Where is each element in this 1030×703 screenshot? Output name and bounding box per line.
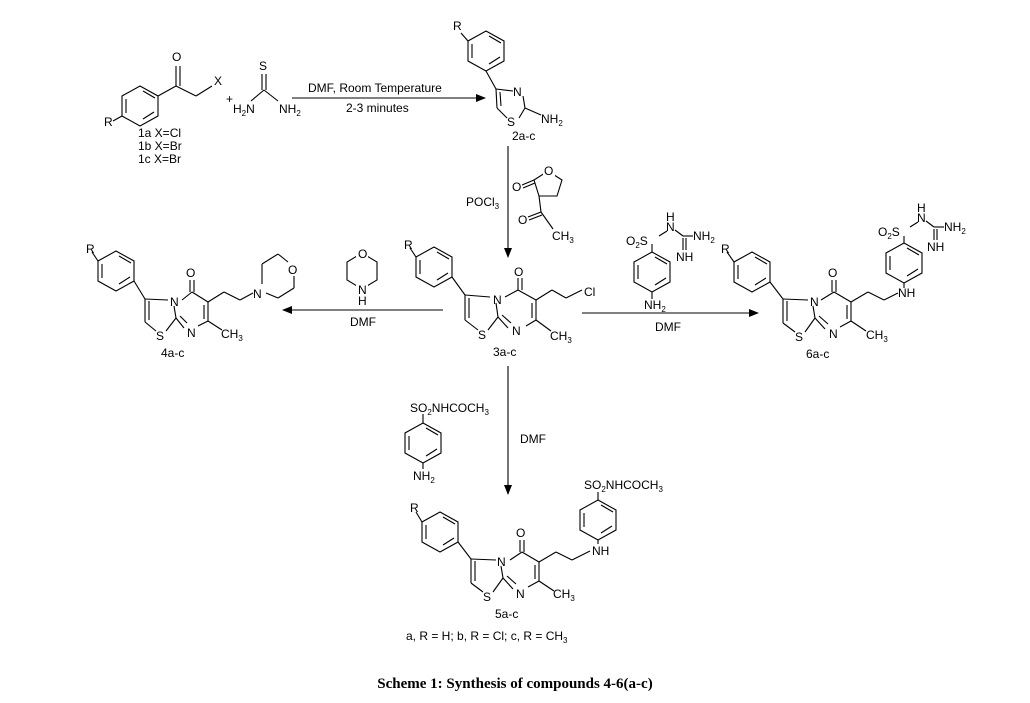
compound-4: R O N S N N O CH3 4a-c (86, 242, 297, 360)
step1-time: 2-3 minutes (346, 101, 409, 115)
c2-label: 2a-c (512, 129, 535, 143)
c3-bridge-nitrogen: N (493, 293, 502, 307)
sa-amine: NH2 (413, 469, 435, 485)
c6-nh2: NH2 (944, 220, 966, 236)
c3-r: R (404, 238, 413, 252)
c6-guanidine-h: H (917, 201, 926, 215)
c5-bridge-nitrogen: N (497, 555, 506, 569)
morpholine-nitrogen: N (358, 283, 367, 297)
c3-oxygen: O (514, 265, 523, 279)
c2-nitrogen: N (513, 85, 522, 99)
compound-1: O X R 1a X=Cl 1b X=Br 1c X=Br (104, 50, 222, 166)
c6-nh: NH (898, 286, 915, 300)
step2-pocl3: POCl3 (466, 195, 500, 211)
c4-label: 4a-c (161, 346, 184, 360)
step1-conditions: DMF, Room Temperature (308, 81, 442, 95)
c1-r: R (104, 115, 113, 129)
c6-oxygen: O (828, 266, 837, 280)
c5-nh: NH (592, 544, 609, 558)
c5-methyl: CH3 (553, 587, 575, 603)
acetylbutyrolactone: O O O CH3 (512, 164, 574, 245)
c1-label-a: 1a X=Cl (138, 126, 181, 140)
c4-sulfur: S (156, 329, 164, 343)
thiourea-sulfur: S (259, 59, 267, 73)
sa-group: SO2NHCOCH3 (410, 401, 489, 417)
c6-label: 6a-c (806, 347, 829, 361)
c5-sulfur: S (483, 590, 491, 604)
sg-nh2: NH2 (693, 229, 715, 245)
c4-bridge-nitrogen: N (170, 295, 179, 309)
scheme-caption: Scheme 1: Synthesis of compounds 4-6(a-c… (377, 676, 653, 692)
c5-ring-nitrogen: N (516, 587, 525, 601)
thiourea: S H2N NH2 (233, 59, 301, 118)
sg-amine: NH2 (644, 298, 666, 314)
lactone-ring-oxygen: O (544, 164, 553, 178)
plus-sign: + (226, 92, 233, 106)
c3-label: 3a-c (493, 345, 516, 359)
c6-sulfur: S (795, 330, 803, 344)
dmf-left: DMF (350, 315, 376, 329)
c6-guanidine-n: N (917, 211, 926, 225)
c6-methyl: CH3 (866, 328, 888, 344)
sulfacetamide: SO2NHCOCH3 NH2 (404, 401, 489, 485)
c4-morpholine-oxygen: O (288, 263, 297, 277)
thiourea-nh2: NH2 (279, 102, 301, 118)
compound-5: R O N S N NH SO2NHCOCH3 CH3 5a-c (410, 478, 663, 621)
c6-guanidine-nh: NH (927, 240, 944, 254)
c6-bridge-nitrogen: N (810, 295, 819, 309)
sg-so2: O2S (626, 234, 648, 250)
c5-group: SO2NHCOCH3 (584, 478, 663, 494)
thiourea-h2n: H2N (233, 102, 255, 118)
sulfaguanidine: O2S N H NH2 NH NH2 (626, 210, 715, 314)
compound-3: R O N S N Cl CH3 3a-c (404, 238, 595, 359)
morpholine-hydrogen: H (358, 294, 367, 308)
c1-label-b: 1b X=Br (138, 139, 182, 153)
acetyl-oxygen: O (518, 213, 527, 227)
sg-n: N (666, 220, 675, 234)
c4-r: R (86, 242, 95, 256)
c4-oxygen: O (186, 266, 195, 280)
c6-r: R (721, 242, 730, 256)
c3-sulfur: S (478, 328, 486, 342)
acetyl-methyl: CH3 (552, 229, 574, 245)
c1-oxygen: O (172, 50, 181, 64)
substituent-legend: a, R = H; b, R = Cl; c, R = CH3 (406, 629, 568, 645)
c6-so2: O2S (878, 225, 900, 241)
c5-oxygen: O (516, 526, 525, 540)
sg-h: H (666, 210, 675, 224)
morpholine: O N H (346, 247, 378, 308)
c4-ring-nitrogen: N (187, 326, 196, 340)
compound-2: R N S NH2 2a-c (453, 19, 563, 143)
c1-label-c: 1c X=Br (138, 152, 181, 166)
morpholine-oxygen: O (358, 247, 367, 261)
c5-r: R (410, 501, 419, 515)
c1-x: X (214, 74, 222, 88)
compound-6: R O N S N NH O2S N H NH2 NH CH3 6a-c (721, 201, 966, 361)
c4-methyl: CH3 (221, 327, 243, 343)
dmf-down: DMF (520, 432, 546, 446)
c5-label: 5a-c (495, 607, 518, 621)
c3-methyl: CH3 (550, 329, 572, 345)
c2-r: R (453, 19, 462, 33)
dmf-right: DMF (655, 320, 681, 334)
c2-sulfur: S (507, 115, 515, 129)
c3-ring-nitrogen: N (512, 324, 521, 338)
c3-chlorine: Cl (584, 285, 595, 299)
c4-morpholine-nitrogen: N (253, 287, 262, 301)
c6-ring-nitrogen: N (829, 327, 838, 341)
lactone-carbonyl-oxygen: O (512, 180, 521, 194)
sg-nh: NH (676, 250, 693, 264)
c2-nh2: NH2 (541, 112, 563, 128)
